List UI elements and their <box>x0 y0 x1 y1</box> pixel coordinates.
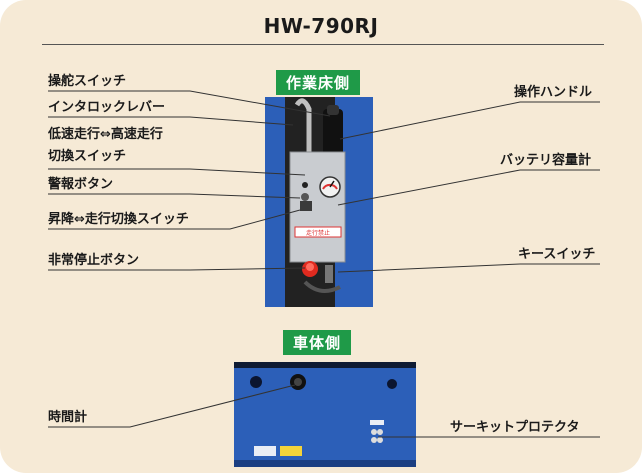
label-speed-switch-line1: 低速走行⇔高速走行 <box>48 127 163 142</box>
label-hour-meter: 時間計 <box>48 410 88 425</box>
leader-key-switch <box>337 263 600 273</box>
label-circuit-protector: サーキットプロテクタ <box>450 420 580 435</box>
label-key-switch: キースイッチ <box>518 247 596 262</box>
leader-alarm-button <box>48 193 301 199</box>
title-divider <box>42 44 604 45</box>
leader-steering-switch <box>48 90 331 117</box>
label-alarm-button: 警報ボタン <box>48 177 114 192</box>
label-battery-gauge: バッテリ容量計 <box>500 153 592 168</box>
leader-lift-travel-switch <box>48 209 301 230</box>
section-badge-vehicle: 車体側 <box>283 330 352 355</box>
leader-battery-gauge <box>337 169 600 206</box>
label-speed-switch-line2: 切換スイッチ <box>48 149 127 164</box>
label-steering-switch: 操舵スイッチ <box>48 74 127 89</box>
panel-placard-text: 走行禁止 <box>306 229 330 237</box>
label-emergency-stop: 非常停止ボタン <box>48 253 140 268</box>
label-operation-handle: 操作ハンドル <box>514 85 593 100</box>
vehicle-side-photo <box>234 362 416 467</box>
leader-emergency-stop <box>48 267 306 271</box>
vehicle-panel-illustration <box>234 362 416 467</box>
label-interlock-lever: インタロックレバー <box>48 100 166 115</box>
leader-interlock-lever <box>48 116 294 126</box>
leader-hour-meter <box>48 384 296 428</box>
label-lift-travel-switch: 昇降⇔走行切換スイッチ <box>48 212 189 227</box>
section-badge-work-floor: 作業床側 <box>276 70 361 95</box>
leader-operation-handle <box>339 101 600 140</box>
leader-speed-switch <box>48 168 306 176</box>
page-title: HW-790RJ <box>263 14 379 38</box>
